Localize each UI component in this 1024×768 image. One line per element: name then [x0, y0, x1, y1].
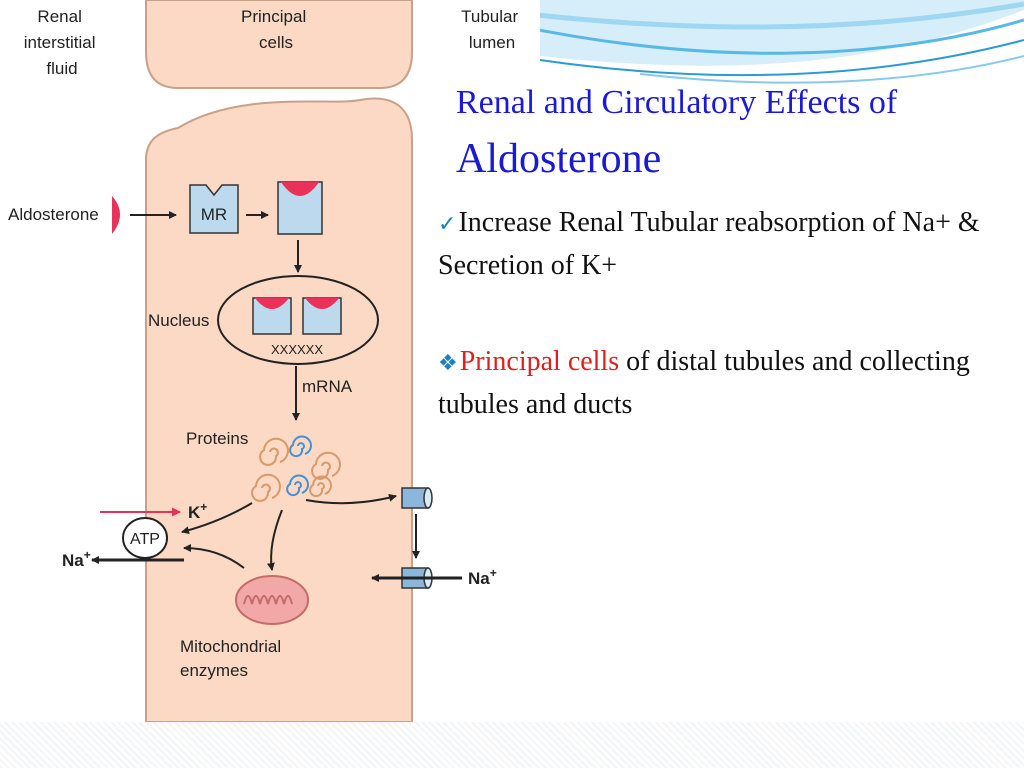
channel-top [401, 487, 433, 509]
footer-texture [0, 722, 1024, 768]
bullet-text: Increase Renal Tubular reabsorption of N… [438, 207, 980, 281]
aldosterone-mechanism-diagram: Renal interstitial fluid Principal cells… [0, 0, 540, 722]
upper-principal-cell [145, 0, 413, 89]
bullet-reabsorption: ✓Increase Renal Tubular reabsorption of … [438, 202, 1008, 287]
header-interstitial-fluid: Renal interstitial fluid [24, 7, 101, 78]
label-proteins: Proteins [186, 429, 248, 448]
bound-receptor [277, 181, 323, 235]
slide-title-line2: Aldosterone [456, 136, 662, 182]
label-k-plus: K+ [188, 500, 207, 522]
label-mitochondrial-enzymes: Mitochondrial enzymes [180, 637, 286, 680]
diamond-bullet-icon: ❖ [438, 350, 458, 375]
checkmark-icon: ✓ [438, 211, 457, 236]
label-na-plus-out: Na+ [62, 548, 91, 570]
dna-strand: XXXXXX [271, 342, 323, 357]
label-atp: ATP [130, 531, 160, 548]
header-principal-cells: Principal cells [241, 7, 311, 52]
label-aldosterone: Aldosterone [8, 205, 99, 224]
atp-pump [122, 517, 168, 559]
mr-receptor [189, 184, 239, 234]
bullet-principal-cells: ❖Principal cells of distal tubules and c… [438, 341, 1008, 426]
header-tubular-lumen: Tubular lumen [461, 7, 523, 52]
bullet-text: of distal tubules and collecting tubules… [438, 346, 970, 420]
slide-title-line1: Renal and Circulatory Effects of [456, 84, 898, 121]
protein-spirals [251, 435, 341, 502]
label-na-plus-in: Na+ [468, 566, 497, 588]
mitochondrion [235, 575, 309, 625]
principal-cell [145, 97, 413, 722]
aldosterone-hormone-shape [112, 196, 120, 234]
label-nucleus: Nucleus [148, 311, 209, 330]
label-mrna: mRNA [302, 377, 353, 396]
label-mr: MR [201, 205, 227, 224]
highlight-principal-cells: Principal cells [459, 346, 620, 377]
